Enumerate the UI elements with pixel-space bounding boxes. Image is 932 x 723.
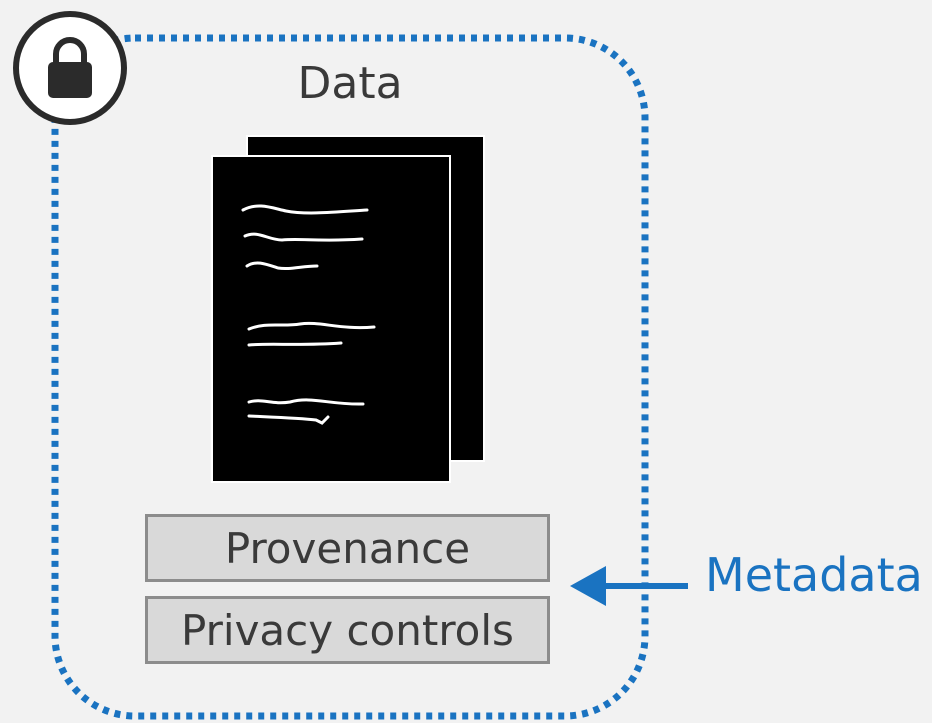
data-title: Data [297, 58, 403, 109]
privacy-controls-box: Privacy controls [145, 596, 550, 664]
lock-icon [13, 11, 127, 125]
provenance-box: Provenance [145, 514, 550, 582]
metadata-label: Metadata [705, 548, 923, 602]
